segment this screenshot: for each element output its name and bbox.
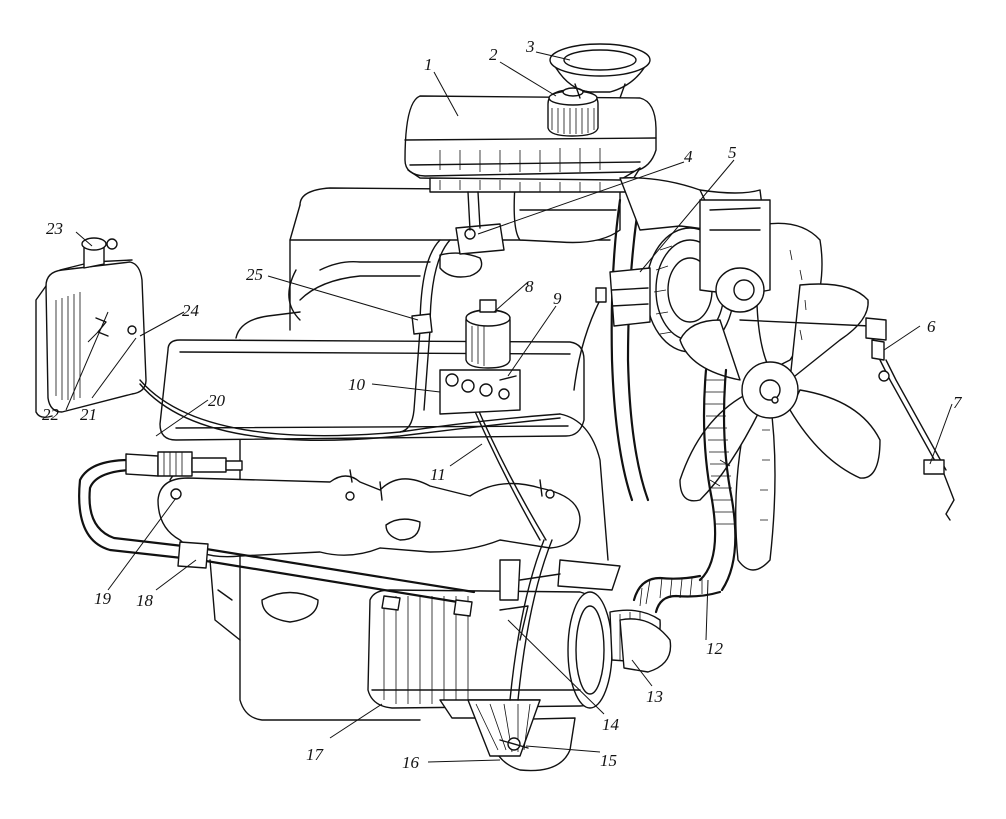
throttle-linkage	[739, 317, 955, 521]
air-cleaner	[367, 589, 661, 719]
washer-pump	[439, 299, 521, 415]
cooling-fan	[679, 222, 881, 571]
callout-7: 7	[953, 393, 963, 412]
callout-12: 12	[706, 639, 724, 658]
callout-5: 5	[728, 143, 737, 162]
callout-10: 10	[348, 375, 366, 394]
filler-funnel	[549, 43, 651, 99]
wiring-harness	[139, 239, 609, 701]
air-inlet-pipe	[499, 559, 672, 673]
leader-lines	[65, 51, 953, 763]
callout-6: 6	[927, 317, 936, 336]
callout-2: 2	[489, 45, 498, 64]
manifold	[157, 469, 581, 558]
callout-labels: 1 2 3 4 5 6 7 8 9 10 11 12 13 14 15 16 1…	[42, 37, 963, 772]
heater-pipe	[78, 451, 476, 617]
callout-8: 8	[525, 277, 534, 296]
callout-24: 24	[182, 301, 200, 320]
callout-16: 16	[402, 753, 420, 772]
callout-20: 20	[208, 391, 226, 410]
outlet-elbow	[467, 699, 576, 772]
callout-9: 9	[553, 289, 562, 308]
water-pump	[699, 199, 771, 313]
callout-15: 15	[600, 751, 617, 770]
coolant-reservoir	[404, 95, 657, 244]
reservoir-cap	[547, 87, 599, 137]
callout-11: 11	[430, 465, 446, 484]
callout-21: 21	[80, 405, 97, 424]
callout-17: 17	[306, 745, 325, 764]
bracket	[455, 191, 505, 255]
callout-25: 25	[246, 265, 263, 284]
callout-19: 19	[94, 589, 112, 608]
callout-22: 22	[42, 405, 60, 424]
callout-13: 13	[646, 687, 663, 706]
callout-14: 14	[602, 715, 620, 734]
callout-3: 3	[525, 37, 535, 56]
callout-23: 23	[46, 219, 63, 238]
callout-4: 4	[684, 147, 693, 166]
callout-1: 1	[424, 55, 433, 74]
callout-18: 18	[136, 591, 154, 610]
washer-reservoir	[35, 237, 147, 419]
